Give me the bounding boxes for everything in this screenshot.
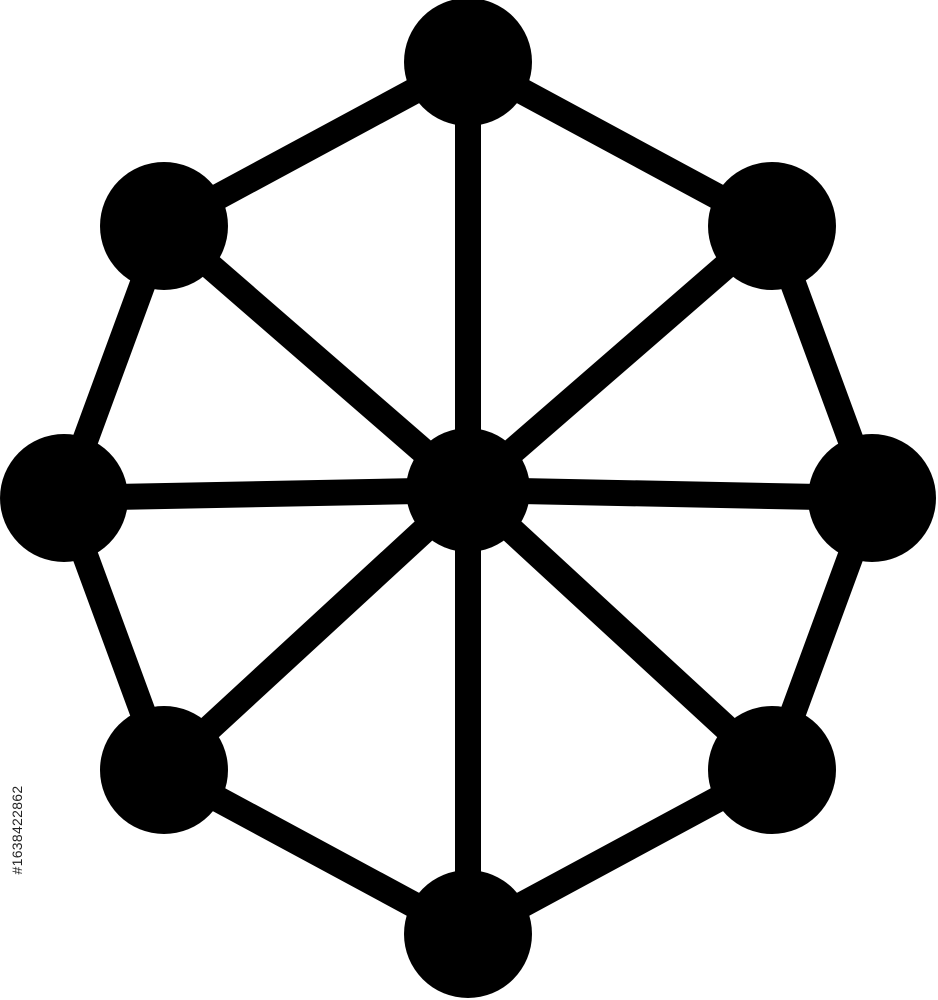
- stock-id-text: #1638422862: [9, 785, 25, 875]
- spoke: [151, 213, 481, 503]
- node-bottom: [404, 870, 532, 998]
- stock-id-label: #1638422862: [2, 750, 32, 910]
- node-right: [808, 434, 936, 562]
- spoke: [455, 213, 785, 503]
- spoke: [151, 477, 481, 783]
- node-top: [404, 0, 532, 126]
- node-left: [0, 434, 128, 562]
- spoke: [455, 477, 885, 511]
- center-node: [406, 428, 530, 552]
- node-top-right: [708, 162, 836, 290]
- node-top-left: [100, 162, 228, 290]
- node-bottom-right: [708, 706, 836, 834]
- spoke: [455, 477, 785, 783]
- spoke: [51, 477, 481, 511]
- node-bottom-left: [100, 706, 228, 834]
